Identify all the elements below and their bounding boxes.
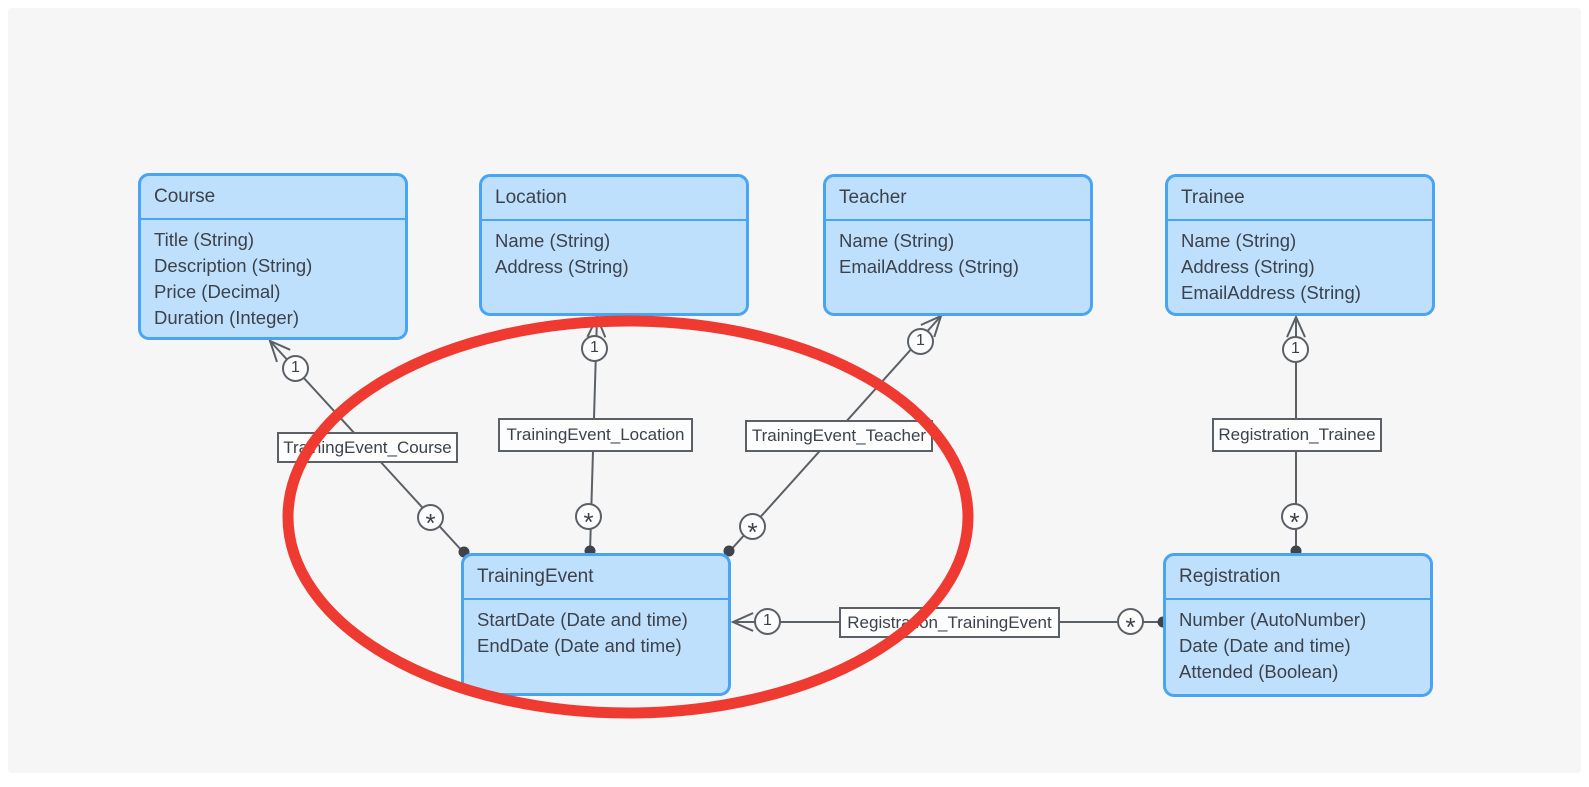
entity-location-title: Location [482,177,746,221]
entity-location[interactable]: Location Name (String) Address (String) [479,174,749,316]
attribute: Address (String) [1181,256,1315,277]
multiplicity-value: * [1125,612,1136,642]
entity-teacher-title: Teacher [826,177,1090,221]
entity-course[interactable]: Course Title (String) Description (Strin… [138,173,408,340]
attribute: EmailAddress (String) [1181,282,1361,303]
relationship-label-trainingevent-course[interactable]: TrainingEvent_Course [277,432,458,463]
multiplicity-value: 1 [916,331,925,349]
entity-course-title: Course [141,176,405,220]
attribute: StartDate (Date and time) [477,609,688,630]
entity-trainee-attributes: Name (String) Address (String) EmailAddr… [1168,221,1432,306]
entity-trainingevent[interactable]: TrainingEvent StartDate (Date and time) … [461,553,731,696]
relationship-label-registration-trainee[interactable]: Registration_Trainee [1212,418,1382,452]
multiplicity-one-trainee: 1 [1282,336,1309,363]
entity-location-attributes: Name (String) Address (String) [482,221,746,280]
multiplicity-one-trainingevent: 1 [754,608,781,635]
attribute: Duration (Integer) [154,307,299,328]
entity-trainingevent-attributes: StartDate (Date and time) EndDate (Date … [464,600,728,659]
multiplicity-value: 1 [291,358,300,376]
attribute: Name (String) [1181,230,1297,251]
multiplicity-value: * [1289,507,1300,537]
attribute: Number (AutoNumber) [1179,609,1367,630]
multiplicity-many-teacher-line: * [739,513,766,547]
multiplicity-one-course: 1 [282,355,309,382]
relationship-label-trainingevent-teacher[interactable]: TrainingEvent_Teacher [745,420,933,452]
multiplicity-many-trainee-line: * [1281,503,1308,537]
entity-trainee-title: Trainee [1168,177,1432,221]
multiplicity-many-registration-line: * [1117,608,1144,642]
entity-registration-attributes: Number (AutoNumber) Date (Date and time)… [1166,600,1430,685]
entity-teacher[interactable]: Teacher Name (String) EmailAddress (Stri… [823,174,1093,316]
relationship-label-trainingevent-location[interactable]: TrainingEvent_Location [498,418,693,452]
attribute: Name (String) [839,230,955,251]
multiplicity-value: 1 [1291,339,1300,357]
attribute: Attended (Boolean) [1179,661,1339,682]
attribute: Address (String) [495,256,629,277]
attribute: EmailAddress (String) [839,256,1019,277]
entity-course-attributes: Title (String) Description (String) Pric… [141,220,405,331]
multiplicity-value: * [747,517,758,547]
multiplicity-one-location: 1 [581,335,608,362]
attribute: Price (Decimal) [154,281,281,302]
entity-registration[interactable]: Registration Number (AutoNumber) Date (D… [1163,553,1433,697]
entity-teacher-attributes: Name (String) EmailAddress (String) [826,221,1090,280]
multiplicity-value: 1 [590,338,599,356]
multiplicity-value: 1 [763,611,772,629]
multiplicity-many-course-line: * [417,504,444,538]
attribute: EndDate (Date and time) [477,635,682,656]
multiplicity-value: * [583,507,594,537]
attribute: Description (String) [154,255,313,276]
attribute: Title (String) [154,229,255,250]
attribute: Date (Date and time) [1179,635,1351,656]
multiplicity-many-location-line: * [575,503,602,537]
multiplicity-value: * [425,508,436,538]
entity-registration-title: Registration [1166,556,1430,600]
multiplicity-one-teacher: 1 [907,328,934,355]
relationship-label-registration-trainingevent[interactable]: Registration_TrainingEvent [839,607,1060,638]
attribute: Name (String) [495,230,611,251]
entity-trainingevent-title: TrainingEvent [464,556,728,600]
entity-trainee[interactable]: Trainee Name (String) Address (String) E… [1165,174,1435,316]
